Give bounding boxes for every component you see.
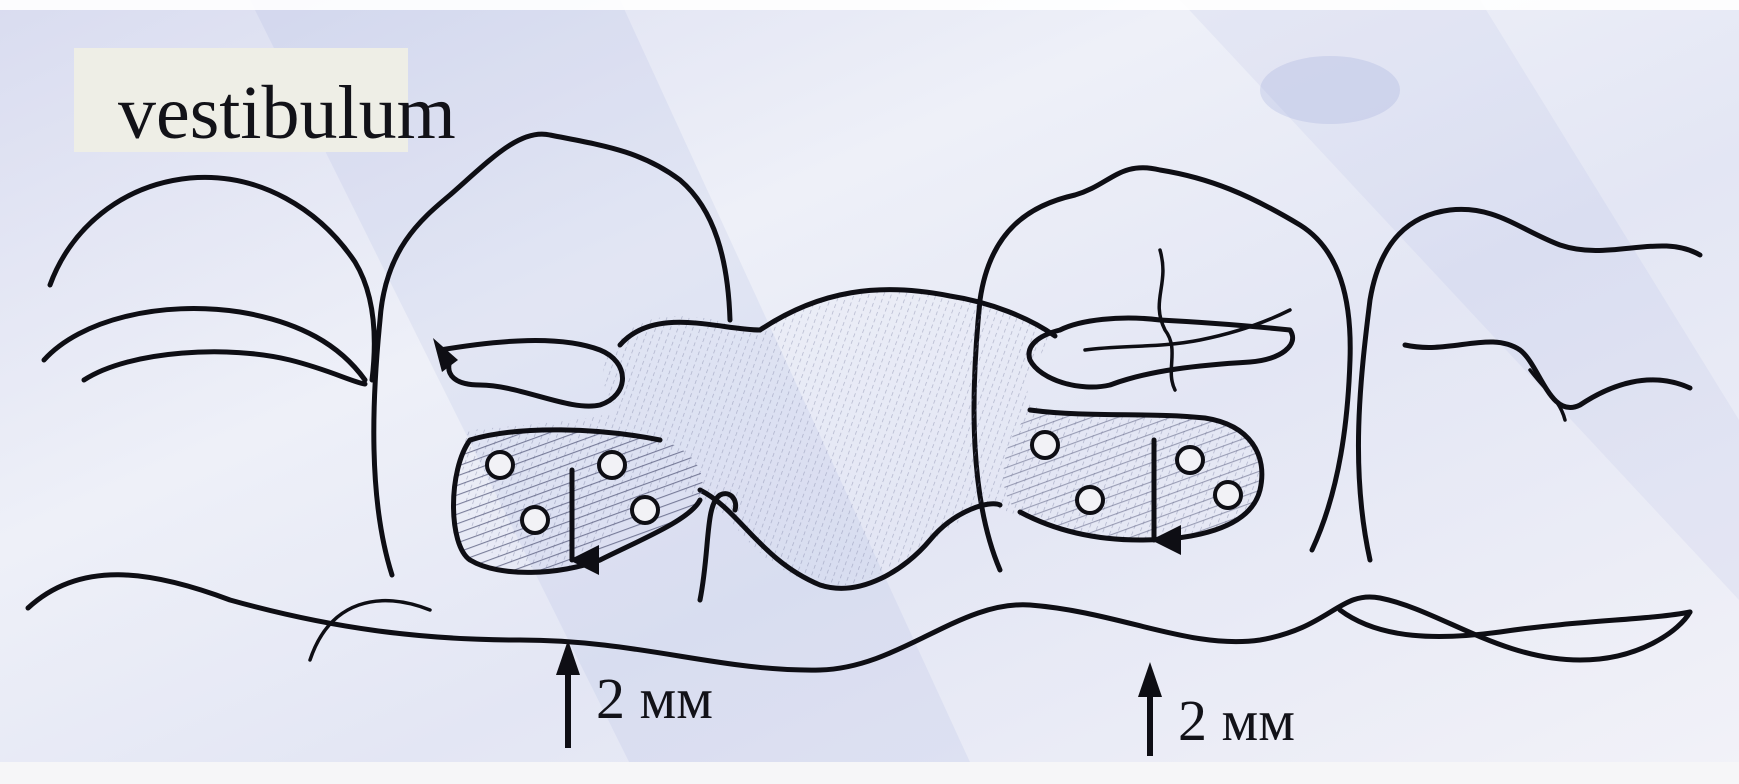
vestibulum-label: vestibulum <box>118 71 456 155</box>
gap-label-left: 2 мм <box>596 666 713 731</box>
frame-edge-top <box>0 0 1739 10</box>
perforation-hole <box>1177 447 1203 473</box>
perforation-hole <box>1032 432 1058 458</box>
perforation-hole <box>522 507 548 533</box>
gap-label-right: 2 мм <box>1178 688 1295 753</box>
perforation-hole <box>632 497 658 523</box>
perforation-hole <box>599 452 625 478</box>
tint-blob <box>1260 56 1400 124</box>
perforation-hole <box>1077 487 1103 513</box>
frame-edge-bottom <box>0 762 1739 784</box>
perforation-hole <box>1215 482 1241 508</box>
perforation-hole <box>487 452 513 478</box>
